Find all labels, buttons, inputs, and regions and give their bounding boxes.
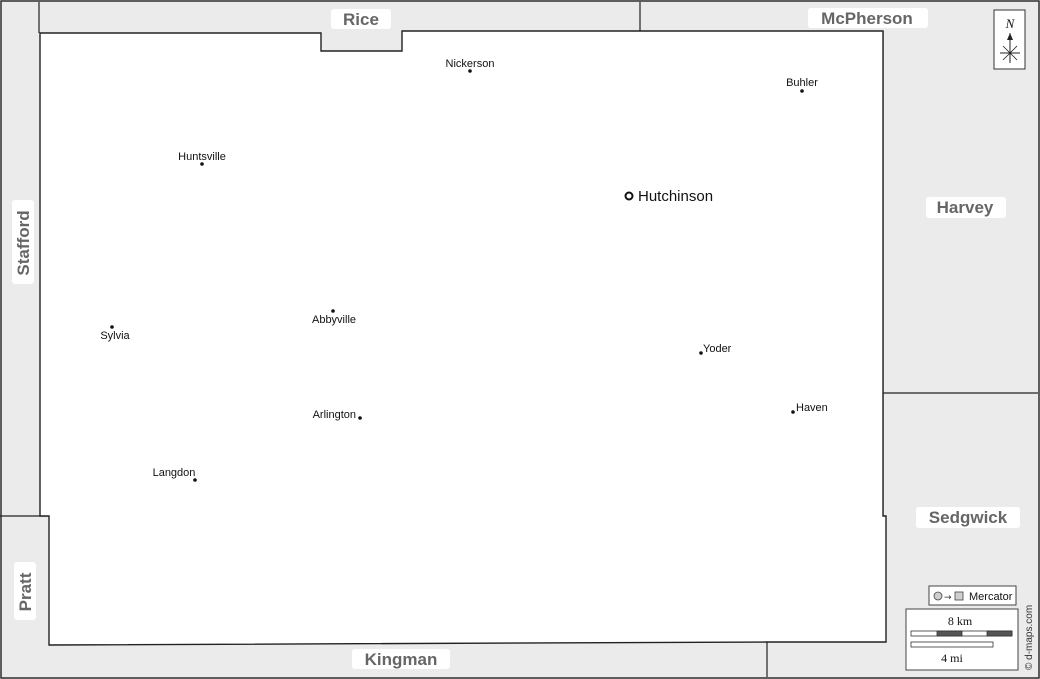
svg-text:N: N — [1005, 16, 1016, 31]
neighbor-label-harvey: Harvey — [926, 197, 1006, 218]
scale-bar: 8 km 4 mi — [905, 608, 1019, 671]
neighbor-label-sedgwick: Sedgwick — [916, 507, 1020, 528]
svg-text:Nickerson: Nickerson — [446, 58, 495, 70]
projection-legend: → Mercator — [928, 585, 1017, 606]
town-buhler: Buhler — [786, 77, 818, 93]
svg-text:Harvey: Harvey — [937, 198, 994, 217]
reno-county-area — [39, 30, 887, 646]
town-haven: Haven — [791, 402, 828, 414]
svg-text:Sedgwick: Sedgwick — [929, 508, 1008, 527]
town-huntsville: Huntsville — [178, 151, 226, 166]
svg-text:Pratt: Pratt — [16, 572, 35, 611]
svg-text:Hutchinson: Hutchinson — [638, 188, 713, 205]
neighbor-label-mcpherson: McPherson — [808, 8, 928, 28]
svg-text:→: → — [944, 593, 952, 603]
svg-text:Buhler: Buhler — [786, 77, 818, 89]
county-seat-hutchinson: Hutchinson — [624, 188, 713, 205]
town-abbyville: Abbyville — [312, 309, 356, 326]
svg-text:Stafford: Stafford — [14, 210, 33, 275]
svg-text:Haven: Haven — [796, 402, 828, 414]
svg-text:Abbyville: Abbyville — [312, 314, 356, 326]
svg-text:4 mi: 4 mi — [941, 651, 963, 665]
svg-text:Yoder: Yoder — [703, 343, 732, 355]
town-arlington: Arlington — [313, 409, 362, 421]
town-langdon: Langdon — [153, 467, 197, 482]
neighbor-label-stafford: Stafford — [12, 200, 34, 284]
neighbor-label-pratt: Pratt — [14, 562, 36, 620]
globe-icon — [933, 591, 943, 601]
svg-text:Huntsville: Huntsville — [178, 151, 226, 163]
neighbor-label-rice: Rice — [331, 9, 391, 29]
svg-text:Kingman: Kingman — [365, 650, 438, 669]
credit-text: © d-maps.com — [1024, 605, 1035, 670]
svg-text:Arlington: Arlington — [313, 409, 356, 421]
svg-text:Sylvia: Sylvia — [100, 330, 130, 342]
svg-text:McPherson: McPherson — [821, 9, 913, 28]
neighbor-label-kingman: Kingman — [352, 649, 450, 669]
compass-rose-icon: N — [993, 9, 1026, 70]
svg-text:Langdon: Langdon — [153, 467, 196, 479]
town-yoder: Yoder — [699, 343, 732, 355]
flat-map-icon — [954, 591, 964, 601]
svg-text:Rice: Rice — [343, 10, 379, 29]
svg-text:8 km: 8 km — [948, 614, 973, 628]
svg-text:Mercator: Mercator — [969, 591, 1013, 603]
town-sylvia: Sylvia — [100, 325, 131, 342]
town-nickerson: Nickerson — [446, 58, 495, 73]
